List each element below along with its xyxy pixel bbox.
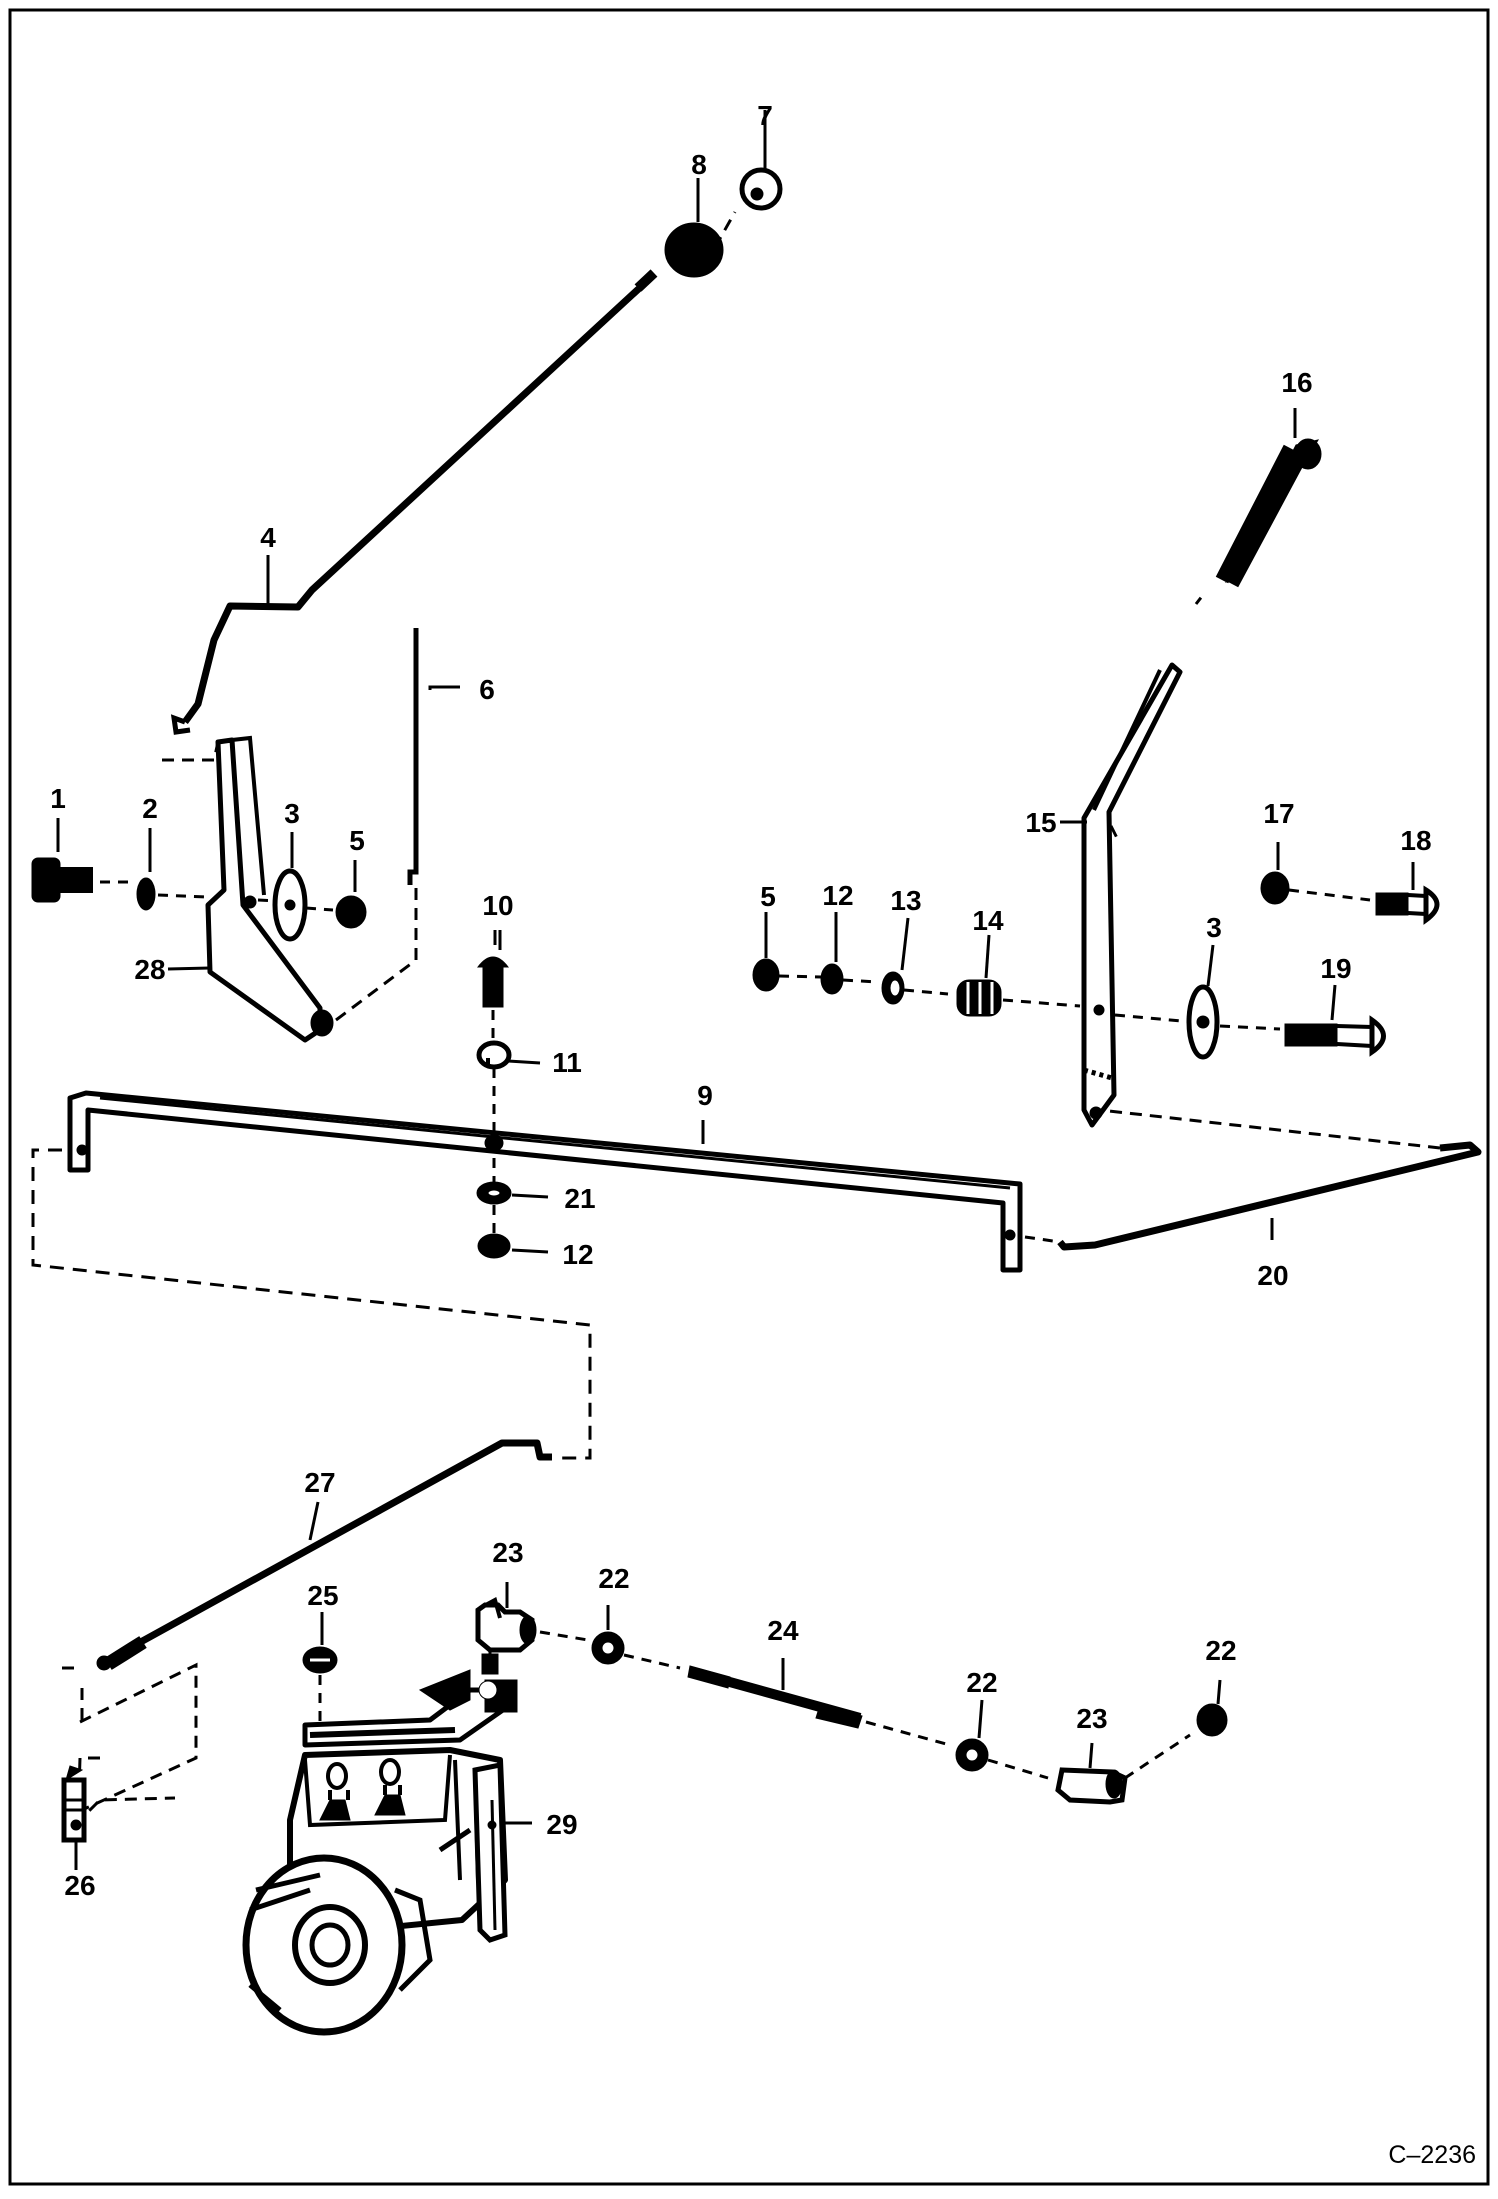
callout-14: 14 xyxy=(972,905,1004,936)
shift-rod-end xyxy=(170,714,191,735)
nut-5b-part xyxy=(752,958,780,992)
bolt-1-shank xyxy=(60,867,93,893)
nut-12b-part xyxy=(820,963,844,995)
callout-16: 16 xyxy=(1281,367,1312,398)
nut-17-part xyxy=(1260,871,1290,905)
callout-15: 15 xyxy=(1025,807,1056,838)
rod-20-assembly xyxy=(1024,1108,1482,1251)
spacer-11-part xyxy=(476,1040,512,1070)
callout-2: 2 xyxy=(142,793,158,824)
callout-6: 6 xyxy=(479,674,495,705)
bolt-1-head xyxy=(31,857,61,903)
callout-24: 24 xyxy=(767,1615,799,1646)
callout-29: 29 xyxy=(546,1809,577,1840)
callout-20: 20 xyxy=(1257,1260,1288,1291)
bolt-18-thread xyxy=(1375,892,1409,916)
rod-27-assembly xyxy=(62,1439,552,1812)
rod-6-leader xyxy=(335,888,418,1022)
callout-12: 12 xyxy=(562,1239,593,1270)
callout-9: 9 xyxy=(697,1080,713,1111)
nut-22c-part xyxy=(1196,1703,1228,1737)
bolt-19-thread xyxy=(1284,1023,1338,1047)
bellcrank-leader xyxy=(162,741,220,762)
callout-1: 1 xyxy=(50,783,66,814)
callout-7: 7 xyxy=(757,100,773,131)
bellcrank-assembly xyxy=(31,735,367,1043)
callout-23: 23 xyxy=(492,1537,523,1568)
bolt-19-head xyxy=(1369,1015,1386,1057)
cross-bar-part xyxy=(67,1090,1023,1273)
shift-rod-part xyxy=(182,280,648,725)
callout-25: 25 xyxy=(307,1580,338,1611)
cap-hole xyxy=(750,187,764,201)
rod-6-assembly xyxy=(335,628,419,1022)
callout-13: 13 xyxy=(890,885,921,916)
pump-control-arm xyxy=(472,1761,508,1943)
callout-18: 18 xyxy=(1400,825,1431,856)
drawing-border xyxy=(8,8,1490,2186)
callout-5b: 5 xyxy=(760,881,776,912)
callout-10: 10 xyxy=(482,890,513,921)
bellcrank-pin xyxy=(310,1009,334,1037)
callout-3: 3 xyxy=(284,798,300,829)
callout-22b: 22 xyxy=(966,1667,997,1698)
callout-28: 28 xyxy=(134,954,165,985)
pump-29-assembly xyxy=(242,1669,518,2036)
bolt-10-head xyxy=(476,956,510,968)
nut-12-part xyxy=(477,1233,511,1259)
callout-21: 21 xyxy=(564,1183,595,1214)
callout-19: 19 xyxy=(1320,953,1351,984)
bolt-18-head xyxy=(1423,885,1440,925)
callout-11: 11 xyxy=(552,1047,582,1078)
bellcrank-arm xyxy=(231,735,266,896)
callout-4: 4 xyxy=(260,522,276,553)
rod-20-part xyxy=(1057,1141,1482,1251)
washer-2-part xyxy=(136,877,156,911)
callout-8: 8 xyxy=(691,149,707,180)
callout-27: 27 xyxy=(304,1467,335,1498)
callout-22c: 22 xyxy=(1205,1635,1236,1666)
nut-5-part xyxy=(335,895,367,929)
callout-3b: 3 xyxy=(1206,912,1222,943)
callout-22: 22 xyxy=(598,1563,629,1594)
lever-assembly xyxy=(1081,438,1322,1128)
turnbuckle-assembly xyxy=(475,1597,1228,1805)
shift-rod-thread xyxy=(634,269,658,292)
knob-part xyxy=(664,222,724,278)
rod-27-part xyxy=(106,1439,552,1664)
callout-17: 17 xyxy=(1263,798,1294,829)
rod-6-part xyxy=(407,628,419,885)
callout-5: 5 xyxy=(349,825,365,856)
shift-rod-assembly xyxy=(170,167,783,735)
cross-bar-assembly xyxy=(31,956,1023,1460)
drawing-code: C–2236 xyxy=(1388,2141,1476,2169)
bolt-10-shank xyxy=(482,966,504,1008)
callout-numbers: 1 2 3 5 4 6 7 8 16 15 10 11 9 21 12 20 2… xyxy=(50,100,1431,1901)
linkage-leader xyxy=(31,1148,592,1460)
callout-leaders xyxy=(56,110,1415,1870)
bellcrank-part xyxy=(205,737,323,1043)
callout-26: 26 xyxy=(64,1870,95,1901)
bellcrank-pivot xyxy=(243,895,257,909)
rod-27-thread xyxy=(104,1636,147,1670)
fitting-26-assembly xyxy=(61,1756,176,1843)
callout-12b: 12 xyxy=(822,880,853,911)
callout-23b: 23 xyxy=(1076,1703,1107,1734)
pivot-hardware xyxy=(752,871,1440,1060)
